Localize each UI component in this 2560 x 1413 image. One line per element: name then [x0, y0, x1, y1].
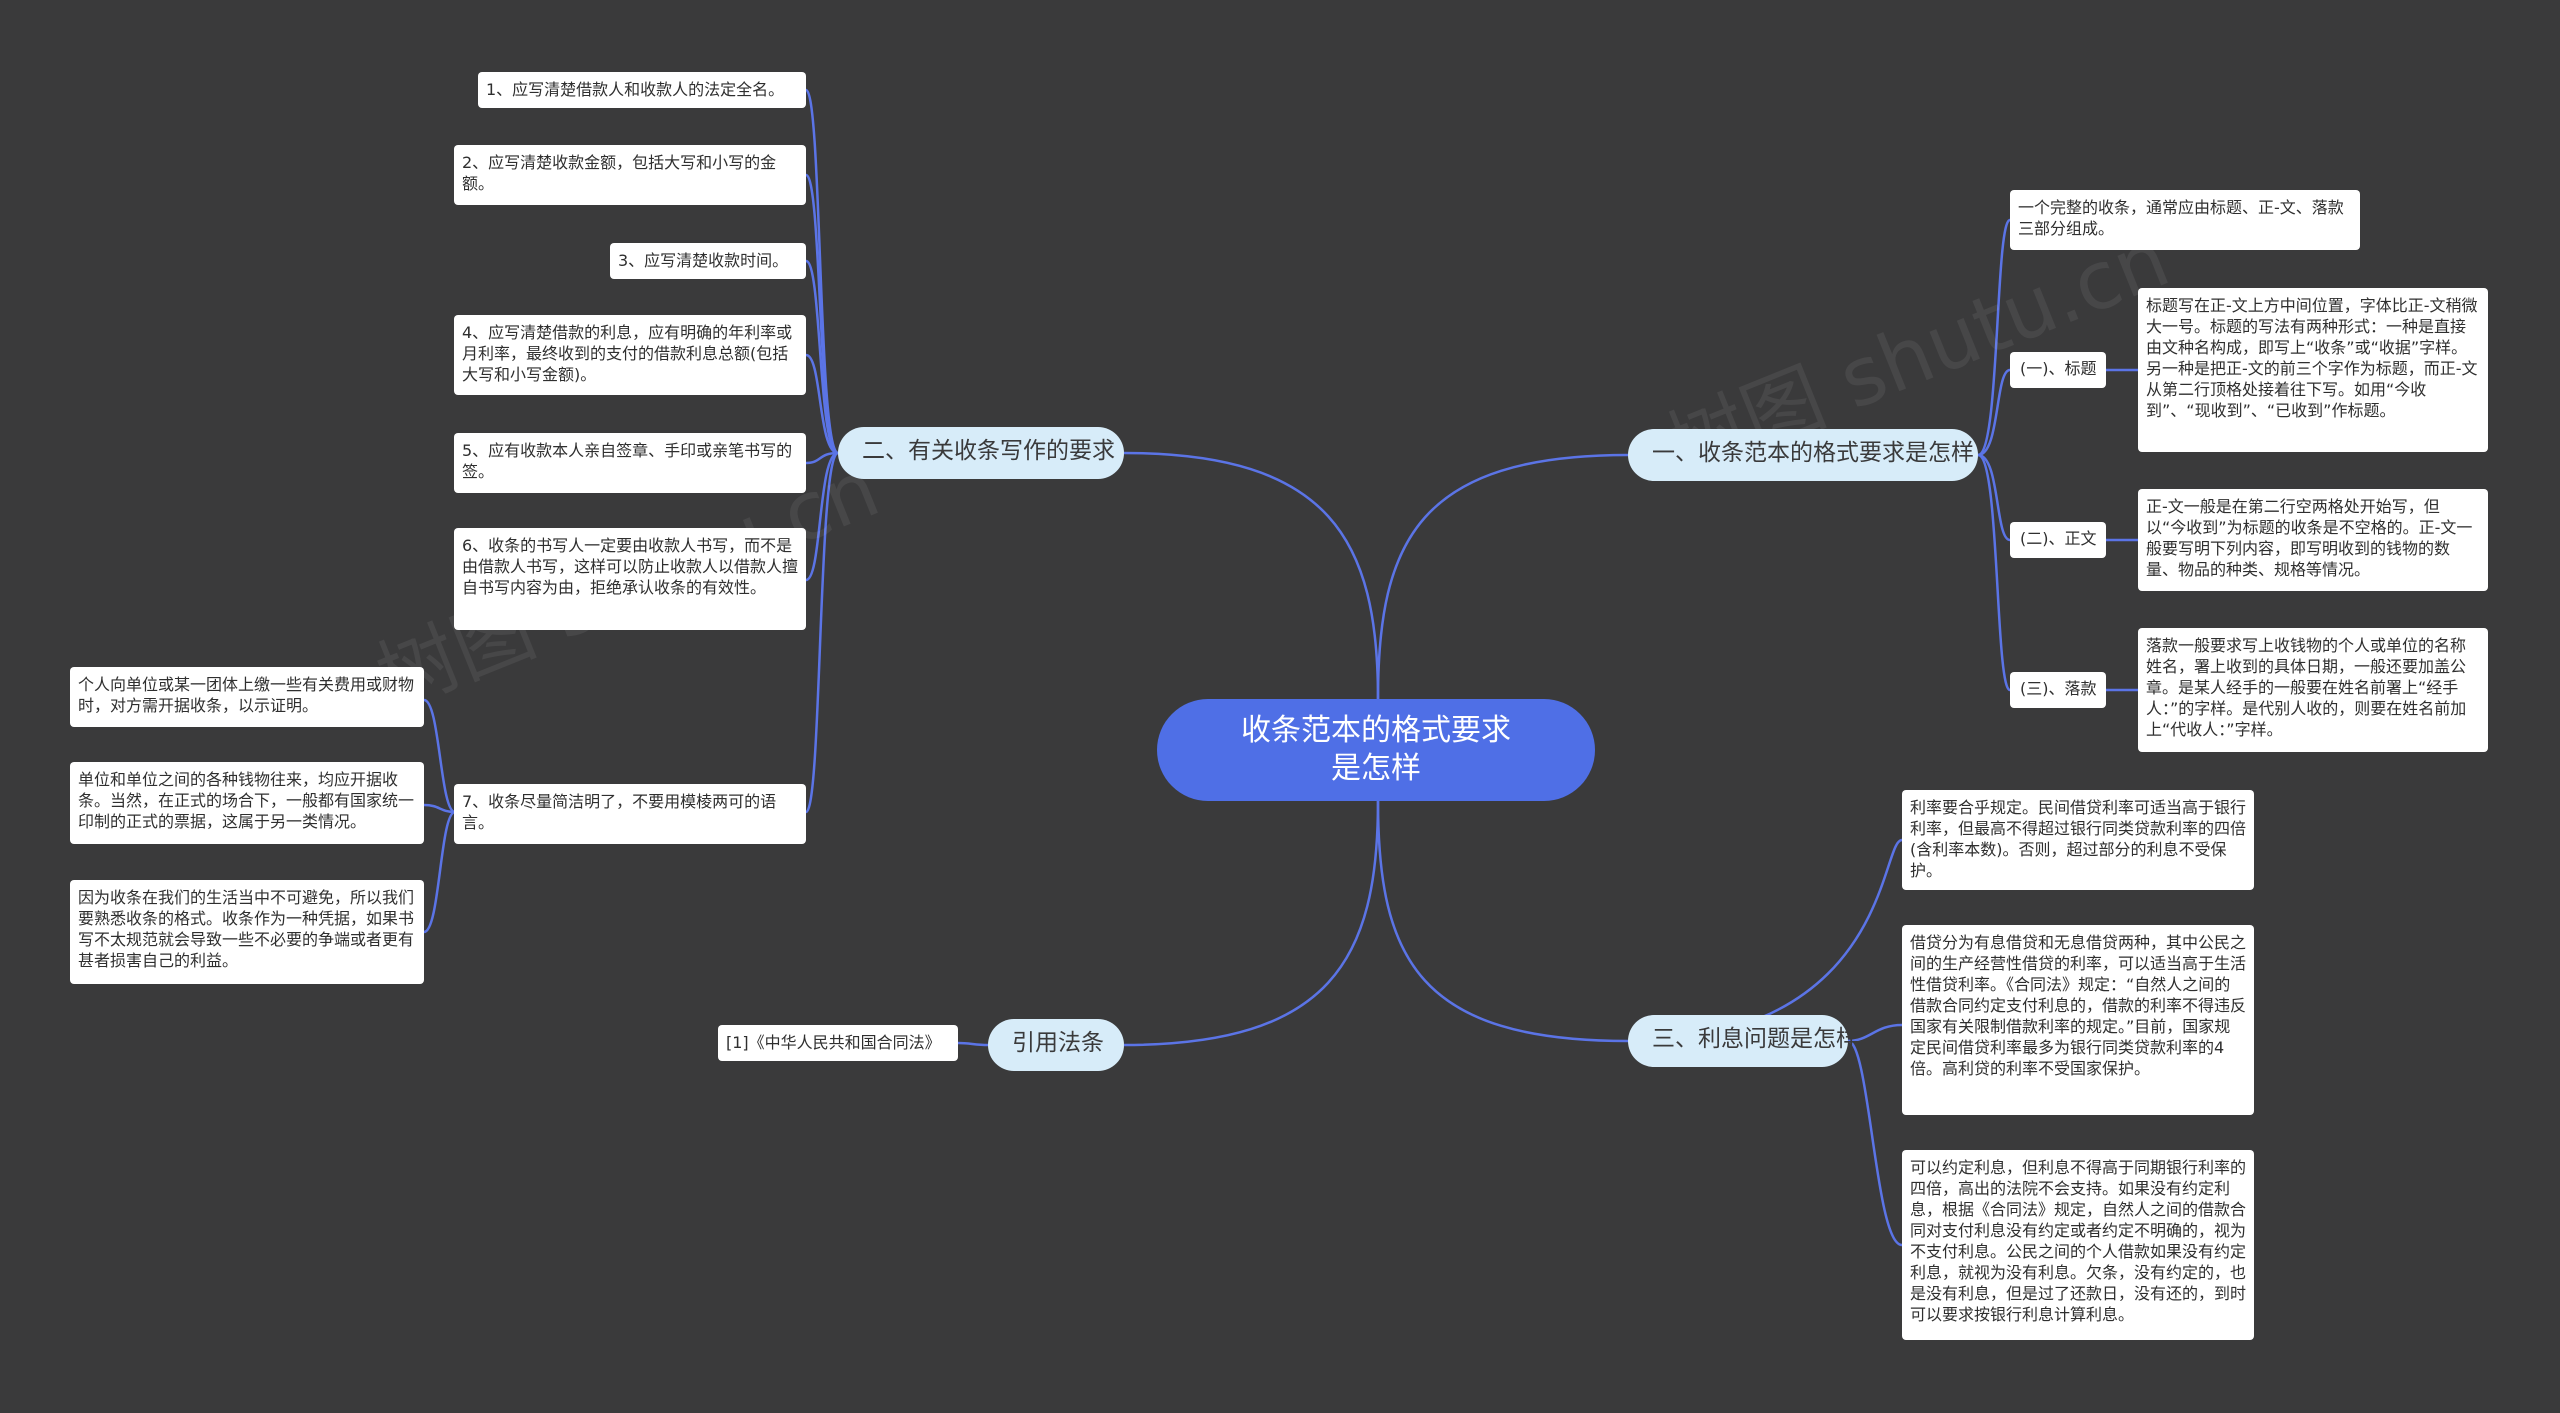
interest-item-2[interactable]: 借贷分为有息借贷和无息借贷两种，其中公民之间的生产经营性借贷的利率，可以适当高于… [1902, 925, 2254, 1115]
item7-child-3[interactable]: 因为收条在我们的生活当中不可避免，所以我们要熟悉收条的格式。收条作为一种凭据，如… [70, 880, 424, 984]
writing-req-item-3[interactable]: 3、应写清楚收款时间。 [610, 243, 806, 279]
link-b2-i3 [804, 259, 839, 455]
branch-cited-laws[interactable]: 引用法条 [988, 1019, 1124, 1071]
link-b2-i2 [804, 173, 840, 455]
link-b2-i6 [805, 451, 839, 582]
link-i7-c3 [423, 810, 456, 934]
writing-req-item-6[interactable]: 6、收条的书写人一定要由收款人书写，而不是由借款人书写，这样可以防止收款人以借款… [454, 528, 806, 630]
link-b1-sub3 [1977, 453, 2012, 692]
interest-item-3[interactable]: 可以约定利息，但利息不得高于同期银行利率的四倍，高出的法院不会支持。如果没有约定… [1902, 1150, 2254, 1340]
title-section-note[interactable]: 标题写在正-文上方中间位置，字体比正-文稍微大一号。标题的写法有两种形式：一种是… [2138, 288, 2488, 452]
link-root-b1 [1376, 453, 1629, 700]
item7-child-2[interactable]: 单位和单位之间的各种钱物往来，均应开据收条。当然，在正式的场合下，一般都有国家统… [70, 762, 424, 844]
link-b2-i7 [804, 451, 840, 814]
link-b1-sub1 [1977, 368, 2011, 457]
link-i7-c1 [423, 698, 456, 814]
link-b2-i5 [805, 451, 839, 465]
link-b3-i2 [1847, 1023, 1903, 1043]
interest-item-1[interactable]: 利率要合乎规定。民间借贷利率可适当高于银行利率，但最高不得超过银行同类贷款利率的… [1902, 790, 2254, 890]
writing-req-item-2[interactable]: 2、应写清楚收款金额，包括大写和小写的金额。 [454, 145, 806, 205]
sub-title-section[interactable]: (一)、标题 [2010, 352, 2106, 388]
branch-format-requirements[interactable]: 一、收条范本的格式要求是怎样 [1628, 429, 1978, 481]
branch-interest-issues[interactable]: 三、利息问题是怎样 [1628, 1015, 1859, 1067]
sub-signature-section[interactable]: (三)、落款 [2010, 672, 2106, 708]
writing-req-item-5[interactable]: 5、应有收款本人亲自签章、手印或亲笔书写的签。 [454, 433, 806, 493]
link-b1-sub2 [1977, 453, 2011, 542]
writing-req-item-4[interactable]: 4、应写清楚借款的利息，应有明确的年利率或月利率，最终收到的支付的借款利息总额(… [454, 315, 806, 395]
link-b4-i1 [957, 1041, 989, 1047]
link-root-b2 [1123, 451, 1380, 700]
link-i7-c2 [423, 803, 456, 814]
cited-law-item-1[interactable]: [1]《中华人民共和国合同法》 [718, 1025, 958, 1061]
format-intro-note[interactable]: 一个完整的收条，通常应由标题、正-文、落款三部分组成。 [2010, 190, 2360, 250]
link-b3-i1 [1627, 838, 1903, 1043]
link-b3-i3 [1847, 1039, 1903, 1247]
sub-body-section[interactable]: (二)、正文 [2010, 522, 2106, 558]
link-b2-i4 [805, 353, 839, 455]
item7-child-1[interactable]: 个人向单位或某一团体上缴一些有关费用或财物时，对方需开据收条，以示证明。 [70, 667, 424, 727]
body-section-note[interactable]: 正-文一般是在第二行空两格处开始写，但以“今收到”为标题的收条是不空格的。正-文… [2138, 489, 2488, 591]
branch-writing-requirements[interactable]: 二、有关收条写作的要求 [838, 427, 1124, 479]
signature-section-note[interactable]: 落款一般要求写上收钱物的个人或单位的名称姓名，署上收到的具体日期，一般还要加盖公… [2138, 628, 2488, 752]
writing-req-item-7[interactable]: 7、收条尽量简洁明了，不要用模棱两可的语言。 [454, 784, 806, 844]
root-topic[interactable]: 收条范本的格式要求是怎样 [1157, 699, 1595, 801]
link-b1-intro [1977, 218, 2012, 457]
link-root-b4 [1123, 800, 1380, 1047]
writing-req-item-1[interactable]: 1、应写清楚借款人和收款人的法定全名。 [478, 72, 806, 108]
link-root-b3 [1376, 800, 1629, 1043]
